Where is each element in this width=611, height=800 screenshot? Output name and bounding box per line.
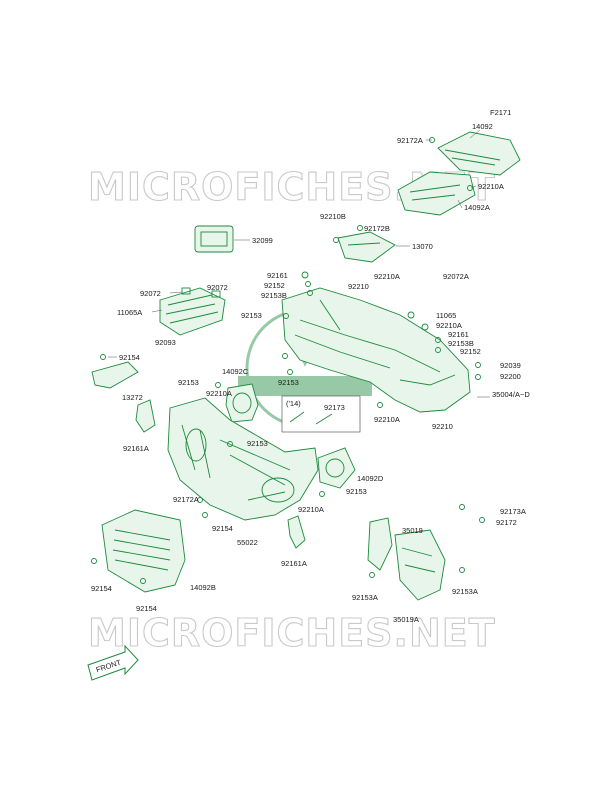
label-9[interactable]: 92152: [264, 281, 285, 290]
label-35[interactable]: 92210: [432, 422, 453, 431]
label-51[interactable]: 92153A: [352, 593, 378, 602]
label-22[interactable]: 92161: [448, 330, 469, 339]
label-29[interactable]: 14092C: [222, 367, 249, 376]
label-49[interactable]: 14092B: [190, 583, 216, 592]
label-42[interactable]: 92173A: [500, 507, 526, 516]
label-5[interactable]: 92210B: [320, 212, 346, 221]
label-23[interactable]: 92153B: [448, 339, 474, 348]
figure-id: F2171: [490, 108, 511, 117]
label-28[interactable]: 92153: [178, 378, 199, 387]
label-33[interactable]: 92173: [324, 403, 345, 412]
inner-fender-35019[interactable]: [367, 517, 393, 571]
cover-92161A-left[interactable]: [135, 399, 156, 433]
label-7[interactable]: 13070: [412, 242, 433, 251]
label-3[interactable]: 14092A: [464, 203, 490, 212]
label-39[interactable]: 92172A: [173, 495, 199, 504]
label-19[interactable]: 92154: [119, 353, 140, 362]
label-38[interactable]: 14092D: [357, 474, 384, 483]
label-10[interactable]: 92153B: [261, 291, 287, 300]
label-52[interactable]: 92154: [136, 604, 157, 613]
label-44[interactable]: 92154: [212, 524, 233, 533]
clip-92072-right[interactable]: [211, 290, 221, 298]
label-15[interactable]: 92072: [207, 283, 228, 292]
svg-text:('14): ('14): [286, 399, 301, 408]
cover-92161A-center[interactable]: [287, 515, 306, 549]
front-guard-55022[interactable]: [167, 397, 319, 521]
filter-32099[interactable]: [194, 225, 234, 253]
duct-14092C[interactable]: [225, 383, 259, 423]
label-53[interactable]: 35019A: [393, 615, 419, 624]
label-18[interactable]: 92153: [241, 311, 262, 320]
label-36[interactable]: 92161A: [123, 444, 149, 453]
cover-14092[interactable]: [437, 131, 521, 176]
label-45[interactable]: 35019: [402, 526, 423, 535]
cover-14092A[interactable]: [397, 171, 476, 216]
fasteners: [91, 225, 485, 584]
label-8[interactable]: 92161: [267, 271, 288, 280]
bolt-92210A-top[interactable]: [467, 185, 473, 191]
label-34[interactable]: 92210A: [374, 415, 400, 424]
label-50[interactable]: 92153A: [452, 587, 478, 596]
label-37[interactable]: 92153: [247, 439, 268, 448]
cover-11065A[interactable]: [159, 287, 226, 336]
label-26[interactable]: 92200: [500, 372, 521, 381]
front-direction-arrow: FRONT: [87, 644, 139, 681]
label-11[interactable]: 92210A: [374, 272, 400, 281]
label-46[interactable]: 55022: [237, 538, 258, 547]
inner-fender-35019A[interactable]: [394, 529, 446, 601]
label-6[interactable]: 92172B: [364, 224, 390, 233]
label-4[interactable]: 32099: [252, 236, 273, 245]
leader-lines: [108, 129, 490, 398]
label-43[interactable]: 92172: [496, 518, 517, 527]
plate-13272[interactable]: [91, 361, 139, 389]
label-30[interactable]: 92153: [278, 378, 299, 387]
label-47[interactable]: 92161A: [281, 559, 307, 568]
label-31[interactable]: 92210A: [206, 389, 232, 398]
label-2[interactable]: 92210A: [478, 182, 504, 191]
label-48[interactable]: 92154: [91, 584, 112, 593]
label-0[interactable]: 92172A: [397, 136, 423, 145]
label-17[interactable]: 92093: [155, 338, 176, 347]
label-24[interactable]: 92152: [460, 347, 481, 356]
label-32[interactable]: 35004/A~D: [492, 390, 530, 399]
front-fender-35004[interactable]: [281, 287, 471, 413]
clip-92072-left[interactable]: [181, 287, 191, 295]
label-40[interactable]: 92153: [346, 487, 367, 496]
label-1[interactable]: 14092: [472, 122, 493, 131]
duct-14092D[interactable]: [317, 447, 356, 489]
inset-2014: ('14): [281, 395, 361, 433]
label-12[interactable]: 92210: [348, 282, 369, 291]
label-13[interactable]: 92072A: [443, 272, 469, 281]
bracket-13070[interactable]: [337, 231, 396, 263]
grille-14092B[interactable]: [101, 509, 186, 593]
watermark-bottom: MICROFICHES.NET: [88, 611, 496, 655]
label-25[interactable]: 92039: [500, 361, 521, 370]
part-labels: 92172A 14092 92210A 14092A 32099 92210B …: [91, 122, 530, 624]
label-14[interactable]: 92072: [140, 289, 161, 298]
label-27[interactable]: 13272: [122, 393, 143, 402]
label-21[interactable]: 92210A: [436, 321, 462, 330]
label-16[interactable]: 11065A: [117, 308, 142, 317]
label-41[interactable]: 92210A: [298, 505, 324, 514]
label-20[interactable]: 11065: [436, 311, 456, 320]
